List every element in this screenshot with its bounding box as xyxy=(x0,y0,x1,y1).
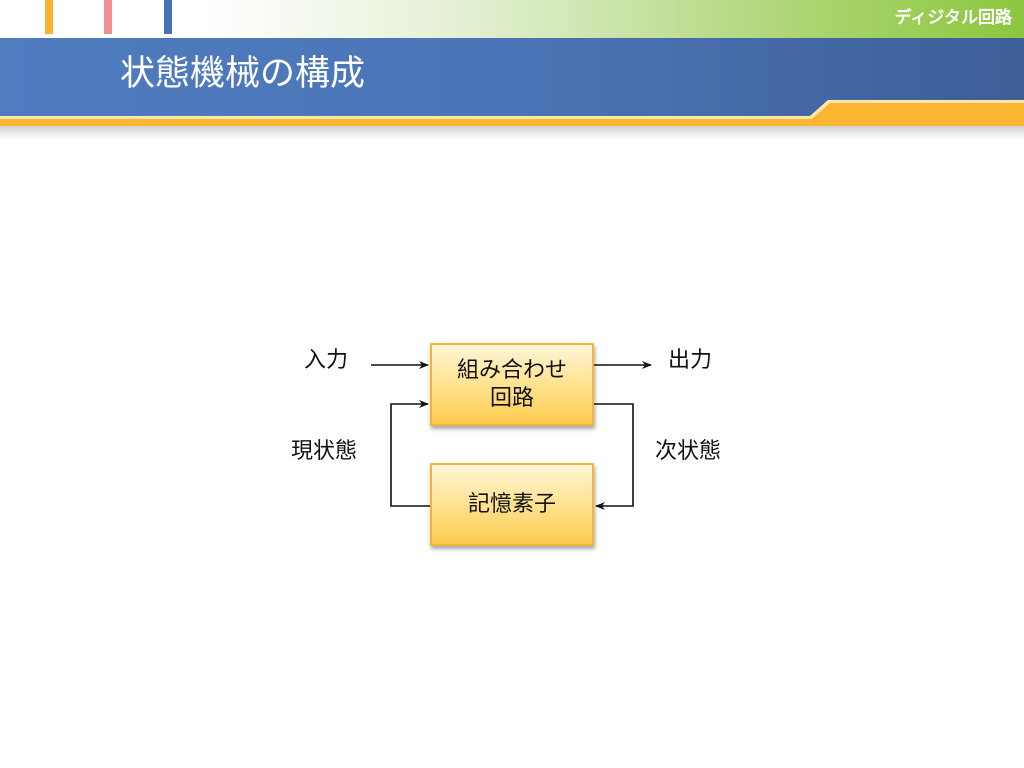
next-state-feedback-arrow xyxy=(594,403,634,510)
current-state-label: 現状態 xyxy=(291,439,358,464)
memory-box-label: 記憶素子 xyxy=(467,491,556,517)
combinational-box-line2: 回路 xyxy=(489,385,534,411)
subject-label: ディジタル回路 xyxy=(894,8,1012,28)
blue-accent-bar xyxy=(164,0,172,34)
current-state-feedback-arrow xyxy=(390,400,430,507)
pink-accent-bar xyxy=(104,0,112,34)
orange-accent-bar xyxy=(45,0,53,34)
input-label: 入力 xyxy=(304,348,349,373)
combinational-box-line1: 組み合わせ xyxy=(456,357,567,383)
combinational-circuit-box: 組み合わせ 回路 xyxy=(430,343,594,426)
slide-title: 状態機械の構成 xyxy=(120,54,366,94)
top-decorative-strip: ディジタル回路 xyxy=(0,0,1024,38)
next-state-label: 次状態 xyxy=(655,439,722,464)
title-shadow xyxy=(0,126,1024,140)
output-label: 出力 xyxy=(668,348,713,373)
orange-ribbon xyxy=(0,100,1024,126)
memory-element-box: 記憶素子 xyxy=(430,463,594,546)
